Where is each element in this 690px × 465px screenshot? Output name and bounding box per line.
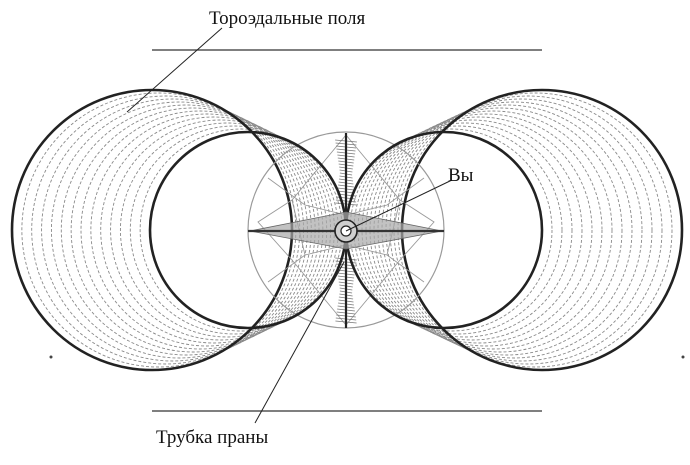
dashed-ring [373, 110, 613, 350]
dashed-ring [369, 113, 603, 347]
label-toroidal-fields: Тороэдальные поля [209, 8, 366, 29]
leader-line-you [345, 179, 453, 232]
edge-dot-left [49, 355, 53, 359]
label-you: Вы [448, 165, 474, 186]
leader-line-prana [254, 261, 345, 424]
edge-dot-right [681, 355, 685, 359]
label-prana-tube: Трубка праны [156, 427, 269, 448]
leader-line-toroidal [126, 27, 223, 113]
dashed-ring [365, 116, 593, 344]
dashed-ring [377, 107, 623, 353]
